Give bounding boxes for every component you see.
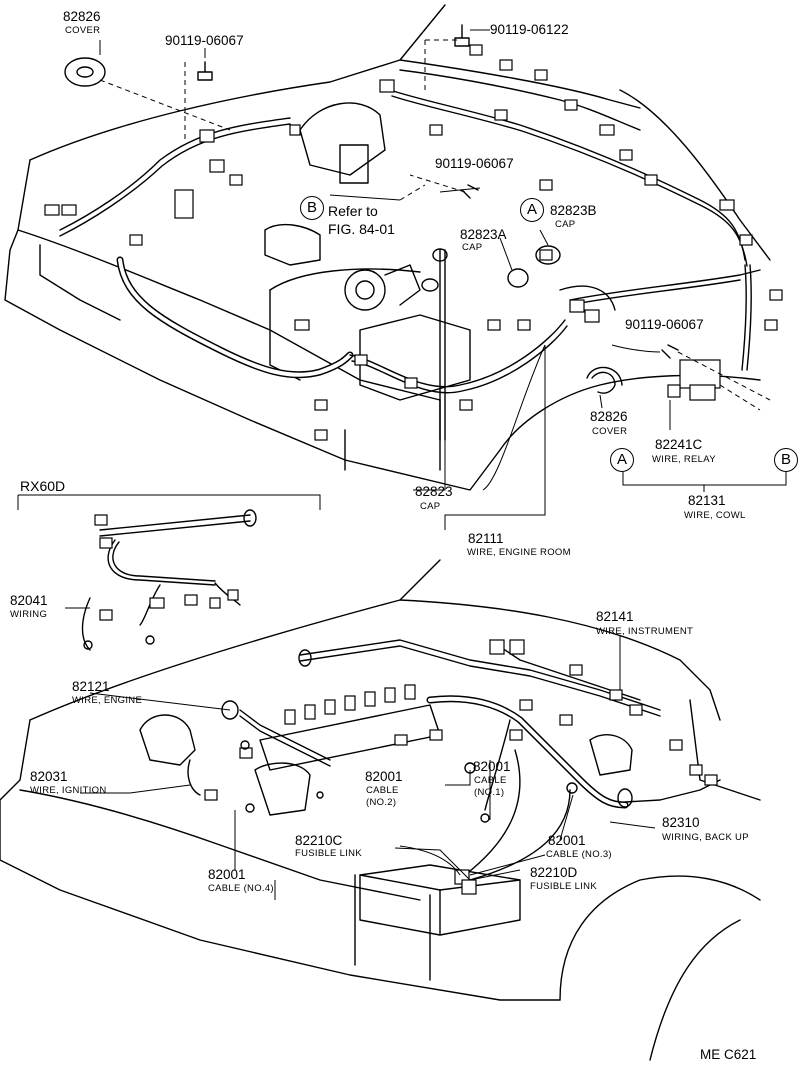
upper-harness [59, 69, 761, 441]
marker-b-refer: B [300, 196, 324, 220]
engine-room-desc: WIRE, ENGINE ROOM [467, 547, 571, 558]
part-number-82041: 82041 [10, 593, 48, 608]
marker-a-cowl: A [610, 448, 634, 472]
part-number-82031: 82031 [30, 769, 68, 784]
marker-a-cap: A [520, 198, 544, 222]
part-number-82131: 82131 [688, 493, 726, 508]
figure-code: ME C621 [700, 1047, 757, 1062]
cap-a-desc: CAP [462, 242, 483, 253]
fusible-d-desc: FUSIBLE LINK [530, 881, 597, 892]
cable2-number: (NO.2) [366, 797, 397, 808]
fusible-leader [399, 845, 461, 876]
part-number-82310: 82310 [662, 815, 700, 830]
part-number-82111: 82111 [468, 531, 504, 546]
rx60d-insert [17, 494, 321, 651]
cover-mid-desc: COVER [592, 426, 628, 437]
part-number-82210d: 82210D [530, 865, 578, 880]
part-number-82001-no2: 82001 [365, 769, 403, 784]
part-number-82241c: 82241C [655, 437, 703, 452]
backup-desc: WIRING, BACK UP [662, 832, 749, 843]
engine-desc: WIRE, ENGINE [72, 695, 143, 706]
cap-desc: CAP [420, 501, 441, 512]
part-number-82001-no1: 82001 [473, 759, 511, 774]
cable3-desc: CABLE (NO.3) [546, 849, 612, 860]
part-number-82141: 82141 [596, 609, 634, 624]
cable2-desc: CABLE [366, 785, 399, 796]
part-number-82826-top: 82826 [63, 9, 101, 24]
cable1-number: (NO.1) [474, 787, 505, 798]
lower-connectors [204, 639, 718, 895]
part-number-bolt-b: 90119-06122 [490, 22, 569, 37]
marker-b-cowl: B [774, 448, 798, 472]
part-number-82001-no4: 82001 [208, 867, 246, 882]
upper-connectors [44, 44, 783, 441]
upper-body-outline [4, 4, 771, 491]
upper-leaders [99, 29, 787, 530]
ignition-desc: WIRE, IGNITION [30, 785, 107, 796]
variant-label: RX60D [20, 478, 66, 494]
cap-b-desc: CAP [555, 219, 576, 230]
lower-leaders [80, 559, 656, 900]
part-number-82001-no3: 82001 [548, 833, 586, 848]
cover-top-desc: COVER [65, 25, 101, 36]
part-number-82121: 82121 [72, 679, 110, 694]
cable4-desc: CABLE (NO.4) [208, 883, 274, 894]
part-number-bolt-a: 90119-06067 [165, 33, 244, 48]
relay-desc: WIRE, RELAY [652, 454, 716, 465]
lower-harness [187, 639, 721, 881]
refer-text: Refer to [328, 203, 378, 219]
part-number-bolt-c: 90119-06067 [435, 156, 514, 171]
fusible-c-desc: FUSIBLE LINK [295, 848, 362, 859]
part-number-82823: 82823 [415, 484, 453, 499]
cable1-desc: CABLE [474, 775, 507, 786]
part-number-82826-mid: 82826 [590, 409, 628, 424]
part-number-82823a: 82823A [460, 227, 507, 242]
cowl-desc: WIRE, COWL [684, 510, 746, 521]
part-number-82823b: 82823B [550, 203, 597, 218]
part-number-82210c: 82210C [295, 833, 343, 848]
part-number-bolt-d: 90119-06067 [625, 317, 704, 332]
wiring-desc: WIRING [10, 609, 48, 620]
refer-figure: FIG. 84-01 [328, 221, 395, 237]
instrument-desc: WIRE, INSTRUMENT [596, 626, 694, 637]
